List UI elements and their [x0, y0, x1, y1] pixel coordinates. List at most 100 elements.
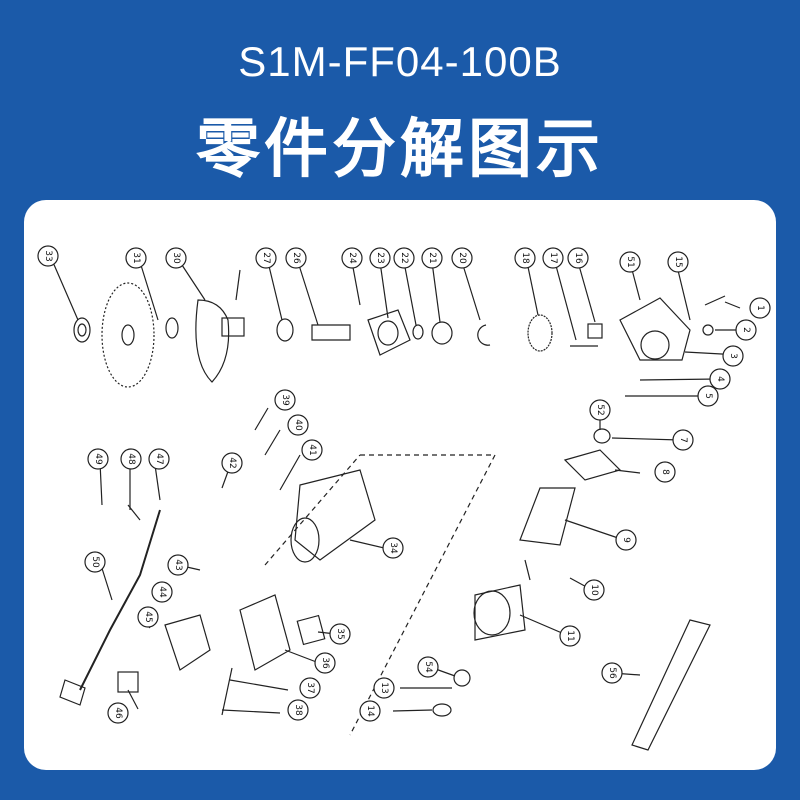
callout-number: 45: [143, 611, 153, 622]
callout-9: 9: [615, 529, 637, 551]
callout-33: 33: [37, 245, 59, 267]
callout-21: 21: [421, 247, 443, 269]
callout-23: 23: [369, 247, 391, 269]
callout-number: 1: [755, 305, 765, 311]
callout-47: 47: [148, 448, 170, 470]
callout-4: 4: [709, 368, 731, 390]
callout-number: 56: [607, 667, 617, 679]
callout-number: 16: [573, 252, 583, 264]
callout-46: 46: [107, 702, 129, 724]
callout-number: 38: [293, 704, 303, 716]
callout-number: 50: [90, 556, 100, 568]
callout-22: 22: [393, 247, 415, 269]
model-code: S1M-FF04-100B: [238, 38, 562, 85]
part-handle-housing: [239, 594, 291, 671]
callout-number: 51: [625, 256, 635, 267]
callout-48: 48: [120, 448, 142, 470]
callout-number: 37: [305, 682, 315, 693]
callout-number: 35: [335, 628, 345, 639]
part-bevel-gear: [527, 314, 553, 352]
callout-18: 18: [514, 247, 536, 269]
callout-8: 8: [654, 461, 676, 483]
callout-30: 30: [165, 247, 187, 269]
part-gear-housing: [619, 297, 691, 361]
part-bearing: [431, 321, 453, 345]
part-armature: [519, 487, 576, 546]
callout-26: 26: [285, 247, 307, 269]
callout-24: 24: [341, 247, 363, 269]
part-switch-small: [117, 671, 139, 693]
part-wrench: [631, 619, 711, 751]
callout-number: 36: [320, 657, 330, 669]
callout-number: 9: [621, 537, 631, 543]
exploded-diagram: 1234578910111314151617182021222324262730…: [37, 245, 771, 751]
callout-36: 36: [314, 652, 336, 674]
callout-number: 42: [227, 457, 237, 468]
callout-11: 11: [559, 625, 581, 647]
part-nameplate: [296, 614, 326, 646]
callout-number: 34: [388, 542, 398, 554]
page-title: 零件分解图示: [196, 113, 604, 187]
callout-number: 13: [379, 682, 389, 693]
callout-number: 54: [423, 661, 433, 673]
callout-7: 7: [672, 429, 694, 451]
callout-27: 27: [255, 247, 277, 269]
callout-number: 31: [131, 252, 141, 263]
part-inner-flange: [165, 317, 179, 339]
callout-51: 51: [619, 251, 641, 273]
callout-34: 34: [382, 537, 404, 559]
callout-56: 56: [601, 662, 623, 684]
callout-35: 35: [329, 623, 351, 645]
callout-41: 41: [301, 439, 323, 461]
callout-number: 21: [427, 252, 437, 263]
dashed-frame: [349, 454, 496, 736]
part-needle-bearing: [587, 323, 603, 339]
callout-number: 18: [520, 252, 530, 264]
part-washer: [276, 318, 294, 342]
callout-number: 10: [589, 584, 599, 596]
part-flange-nut: [73, 317, 91, 343]
callout-number: 4: [715, 376, 725, 382]
callout-number: 47: [154, 453, 164, 464]
callout-44: 44: [151, 581, 173, 603]
part-motor-housing: [294, 469, 376, 561]
callout-5: 5: [697, 385, 719, 407]
callout-10: 10: [583, 579, 605, 601]
callout-1: 1: [749, 297, 771, 319]
part-retaining-ring: [477, 324, 491, 346]
part-bearing-holder: [563, 449, 622, 481]
callout-number: 24: [347, 252, 357, 264]
callout-number: 7: [678, 437, 688, 443]
callout-50: 50: [84, 551, 106, 573]
callout-13: 13: [373, 677, 395, 699]
callout-number: 15: [673, 256, 683, 267]
part-bearing-small: [412, 324, 424, 340]
callout-number: 11: [565, 630, 575, 641]
callout-52: 52: [589, 399, 611, 421]
part-grinding-disc: [101, 282, 155, 388]
callout-31: 31: [125, 247, 147, 269]
callout-16: 16: [567, 247, 589, 269]
callout-40: 40: [287, 414, 309, 436]
callout-45: 45: [137, 606, 159, 628]
callout-number: 8: [660, 469, 670, 475]
callout-number: 44: [157, 586, 167, 598]
callout-number: 39: [280, 394, 290, 406]
callout-20: 20: [451, 247, 473, 269]
callout-3: 3: [722, 345, 744, 367]
callout-49: 49: [87, 448, 109, 470]
callout-54: 54: [417, 656, 439, 678]
callout-number: 3: [728, 353, 738, 359]
callout-number: 2: [741, 327, 751, 333]
callout-number: 5: [703, 393, 713, 399]
callout-number: 17: [548, 252, 558, 263]
callout-number: 40: [293, 419, 303, 431]
part-wheel-guard: [195, 299, 230, 383]
callout-number: 33: [43, 250, 53, 261]
part-power-cord: [79, 509, 161, 691]
part-brush-holder: [453, 669, 471, 687]
callout-number: 52: [595, 404, 605, 415]
callout-38: 38: [287, 699, 309, 721]
callout-number: 49: [93, 453, 103, 465]
